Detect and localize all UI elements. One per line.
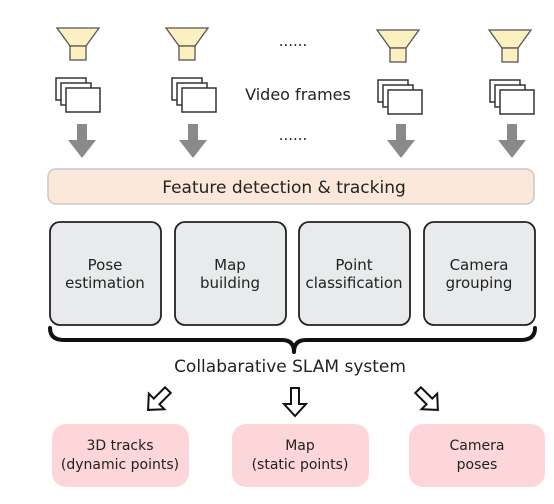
module-title: Pose	[88, 256, 123, 274]
down-arrow-icon	[179, 124, 207, 158]
down-arrow-icon	[281, 387, 309, 418]
video-frames-label: Video frames	[245, 85, 351, 104]
module-title: Camera	[450, 256, 509, 274]
frames-icon	[171, 77, 217, 113]
camera-icon	[487, 29, 533, 63]
module-title: Map	[214, 256, 246, 274]
output-subtitle: (static points)	[252, 457, 349, 473]
module-pose-estimation: Pose estimation	[49, 221, 162, 326]
frames-icon	[489, 79, 535, 115]
camera-icon	[164, 27, 210, 61]
output-map: Map (static points)	[232, 424, 369, 487]
module-map-building: Map building	[174, 221, 287, 326]
frames-ellipsis: ......	[279, 126, 308, 144]
frames-icon	[377, 79, 423, 115]
module-camera-grouping: Camera grouping	[423, 221, 536, 326]
down-arrow-icon	[387, 124, 415, 158]
frames-icon	[55, 77, 101, 113]
system-label: Collabarative SLAM system	[174, 357, 406, 377]
cameras-ellipsis: ......	[279, 32, 308, 50]
output-subtitle: (dynamic points)	[61, 457, 179, 473]
module-subtitle: grouping	[446, 274, 513, 292]
output-3d-tracks: 3D tracks (dynamic points)	[52, 424, 189, 487]
camera-icon	[375, 29, 421, 63]
module-title: Point	[335, 256, 372, 274]
feature-detection-label: Feature detection & tracking	[162, 178, 406, 198]
camera-icon	[55, 27, 101, 61]
feature-detection-box	[47, 168, 535, 205]
output-subtitle: poses	[457, 457, 498, 473]
module-point-classification: Point classification	[298, 221, 411, 326]
down-arrow-icon	[498, 124, 526, 158]
module-subtitle: building	[200, 274, 260, 292]
output-title: Camera	[450, 438, 505, 454]
down-right-arrow-icon	[413, 385, 439, 411]
down-arrow-icon	[68, 124, 96, 158]
module-subtitle: classification	[305, 274, 402, 292]
output-title: Map	[285, 438, 315, 454]
grouping-brace	[48, 326, 537, 354]
output-camera-poses: Camera poses	[409, 424, 545, 487]
module-subtitle: estimation	[65, 274, 145, 292]
output-title: 3D tracks	[86, 438, 153, 454]
down-left-arrow-icon	[147, 385, 173, 411]
